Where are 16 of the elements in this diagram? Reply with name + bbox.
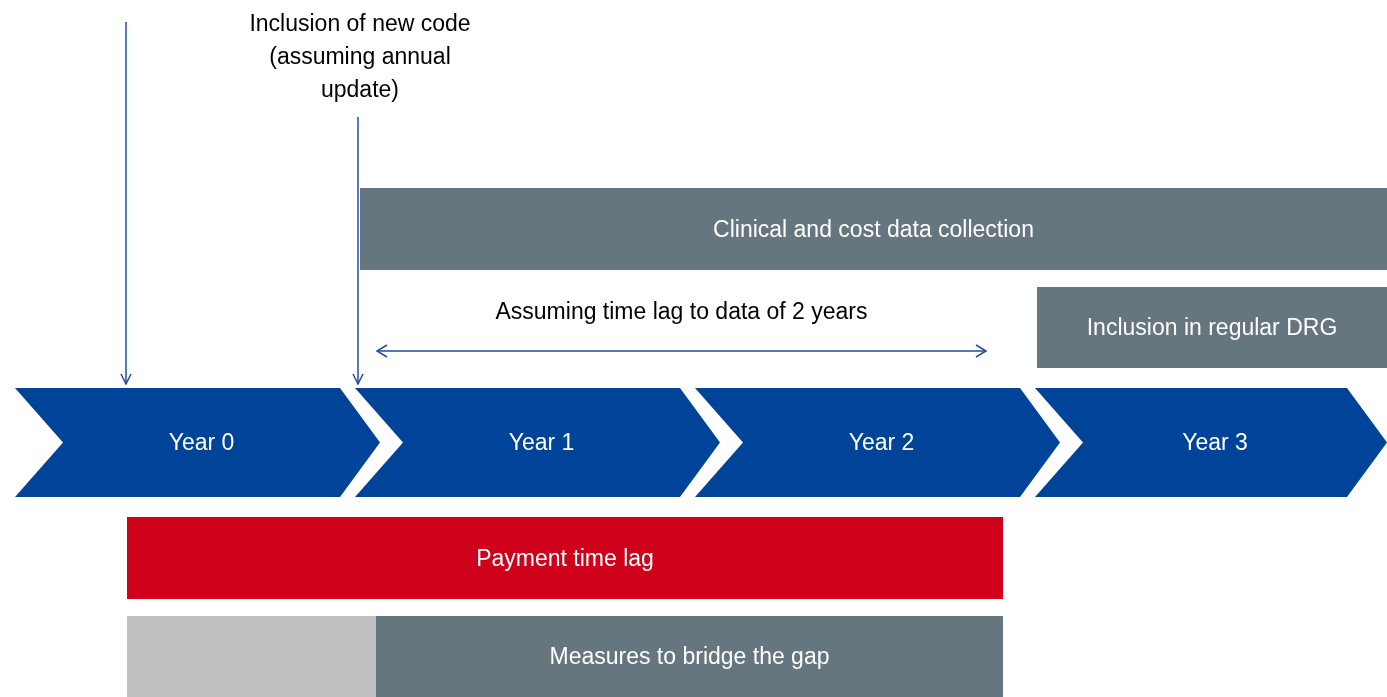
phase-bar	[376, 616, 1003, 697]
year-label: Year 1	[508, 429, 575, 456]
time-lag-label: Assuming time lag to data of 2 years	[494, 298, 869, 325]
phase-label: Inclusion in regular DRG	[1086, 314, 1338, 341]
year-label: Year 3	[1182, 429, 1248, 456]
phase-label: Payment time lag	[476, 544, 654, 572]
year-label: Year 0	[168, 429, 235, 456]
phase-label: Measures to bridge the gap	[549, 643, 830, 670]
phase-bar	[1037, 287, 1387, 368]
arrow	[352, 116, 364, 385]
phase-bar	[127, 517, 1003, 599]
phase-label: Clinical and cost data collection	[713, 215, 1034, 243]
annotation-text: Inclusion of new code (assuming annual update)	[248, 8, 472, 104]
arrow	[120, 21, 132, 385]
year-label: Year 2	[848, 429, 915, 456]
phase-bar	[360, 188, 1387, 270]
